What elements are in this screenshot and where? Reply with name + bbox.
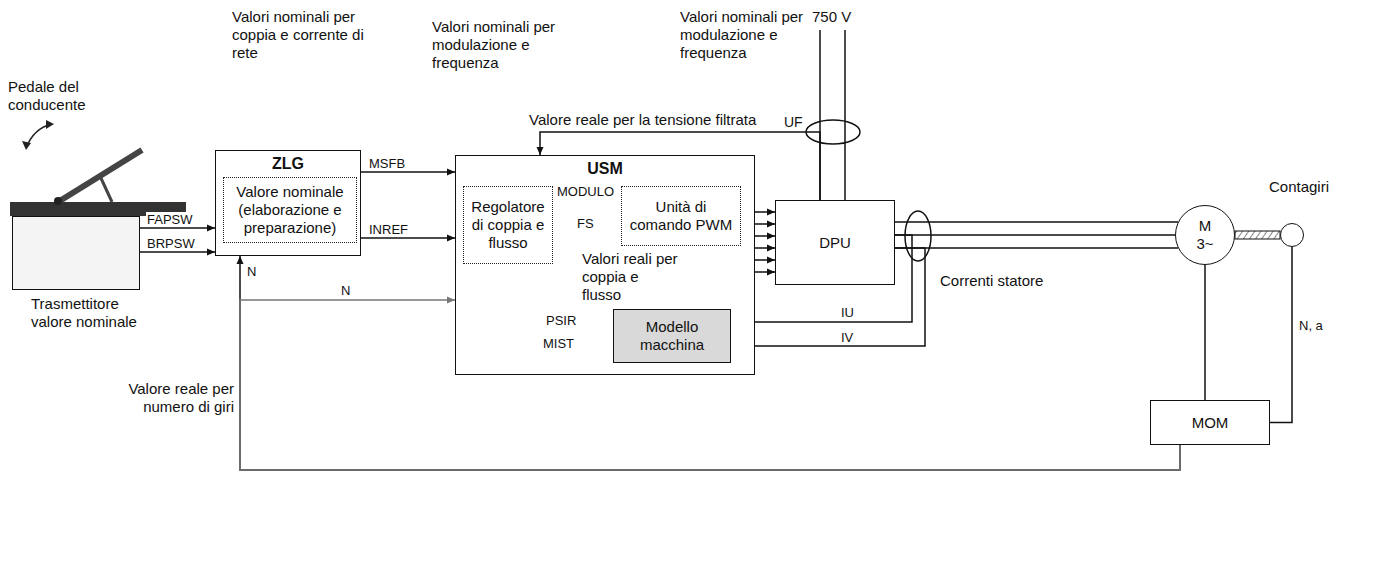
node-text: Unità di comando PWM <box>627 198 735 234</box>
pedal-plate <box>58 150 142 202</box>
connector-line <box>361 171 455 173</box>
connector <box>895 222 1178 248</box>
node-text: Modello macchina <box>619 318 725 354</box>
signal-description: Valore reale per numero di giri <box>106 380 234 416</box>
signal-description: Valori nominali per modulazione e freque… <box>432 18 557 72</box>
signal-name: MODULO <box>556 184 615 199</box>
signal-description: Valori nominali per coppia e corrente di… <box>232 8 364 62</box>
pedal-illustration <box>10 120 186 216</box>
node-text: DPU <box>819 234 851 252</box>
node-text: Regolatore di coppia e flusso <box>469 198 547 252</box>
connector-line <box>1204 265 1206 400</box>
arrowhead <box>447 297 455 304</box>
node-text: M 3~ <box>1193 217 1217 253</box>
arrowhead <box>447 169 455 176</box>
signal-name: Valore reale per la tensione filtrata <box>528 111 757 129</box>
model-block: Modello macchina <box>613 309 731 363</box>
tachometer-circle: Contagiri <box>1280 223 1304 247</box>
node-text: Contagiri <box>1259 178 1339 196</box>
function-block: Regolatore di coppia e flusso <box>463 186 553 264</box>
connector <box>1205 265 1206 400</box>
connector <box>755 209 775 276</box>
motion-arrowheads <box>22 120 54 150</box>
pedal-pivot <box>54 197 62 205</box>
signal-name: UF <box>784 113 808 131</box>
control-unit-box: ZLG Valore nominale (elaborazione e prepa… <box>215 150 361 256</box>
setpoint-transmitter: Trasmettitore valore nominale <box>12 216 140 290</box>
signal-name: IV <box>840 330 854 345</box>
supply-lines <box>806 30 860 200</box>
node-text: Valore nominale (elaborazione e preparaz… <box>229 183 351 237</box>
signal-name: BRPSW <box>146 236 196 251</box>
signal-name: MIST <box>542 336 575 351</box>
arrowhead <box>237 256 244 264</box>
signal-name: FAPSW <box>146 212 194 227</box>
current-sensor <box>905 211 931 261</box>
signal-name: INREF <box>368 222 409 237</box>
connector-line <box>140 251 215 253</box>
part-label: Pedale del conducente <box>8 78 118 114</box>
signal-name: N, a <box>1298 318 1324 333</box>
signal-name: PSIR <box>545 313 577 328</box>
arrowhead <box>207 225 215 232</box>
power-unit-box: DPU <box>775 200 895 285</box>
connector-line <box>1270 247 1292 423</box>
connector-line <box>240 300 1180 470</box>
signal-name: N <box>246 264 257 279</box>
motor-circle: M 3~ <box>1175 205 1235 265</box>
signal-name: IU <box>840 305 855 320</box>
arrowhead <box>207 249 215 256</box>
signal-name: FS <box>576 216 595 231</box>
motor-shaft <box>1235 231 1280 239</box>
arrowhead <box>447 235 455 242</box>
voltage-label: 750 V <box>812 8 872 26</box>
process-box: MOM <box>1150 400 1270 445</box>
arrowhead <box>767 209 775 276</box>
connector-line <box>755 212 775 272</box>
signal-description: Valori reali per coppia e flusso <box>582 250 682 304</box>
pedal-lever <box>100 176 112 202</box>
function-block: Unità di comando PWM <box>621 186 741 246</box>
node-text: ZLG <box>216 155 360 173</box>
signal-description: Valori nominali per modulazione e freque… <box>680 8 805 62</box>
signal-name: MSFB <box>368 156 406 171</box>
function-block: Valore nominale (elaborazione e preparaz… <box>223 177 357 243</box>
connector <box>1270 247 1292 423</box>
connector-line <box>895 222 1178 248</box>
connector <box>240 297 1180 471</box>
connector-line <box>361 237 455 239</box>
connector-line <box>140 227 215 229</box>
arrowhead <box>537 147 544 155</box>
node-text: USM <box>456 160 754 178</box>
signal-name: N <box>340 283 351 298</box>
signal-description: Correnti statore <box>940 272 1070 290</box>
node-text: Trasmettitore valore nominale <box>31 295 161 331</box>
node-text: MOM <box>1192 414 1229 432</box>
